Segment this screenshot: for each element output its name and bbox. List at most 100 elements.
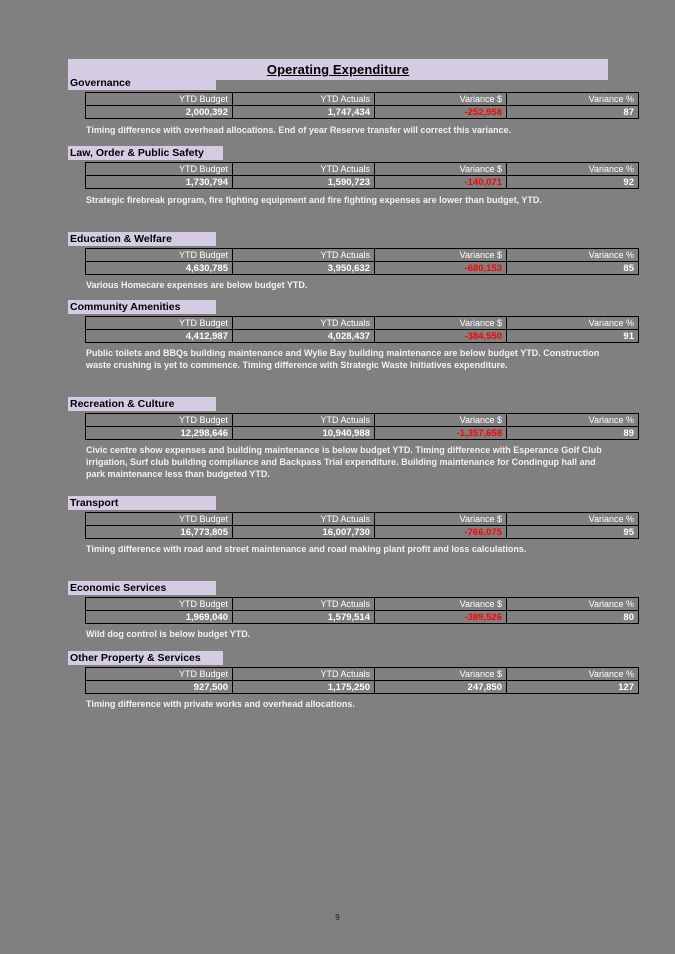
column-header: Variance $ [374,248,507,262]
ytd-actuals-value: 16,007,730 [232,525,375,539]
variance-percent-value: 80 [506,610,639,624]
column-header: YTD Budget [85,597,233,611]
column-header: Variance % [506,248,639,262]
column-header: Variance $ [374,597,507,611]
ytd-actuals-value: 1,175,250 [232,680,375,694]
column-header: Variance % [506,316,639,330]
column-header: YTD Actuals [232,316,375,330]
page-number: 9 [335,913,340,922]
ytd-budget-value: 927,500 [85,680,233,694]
variance-dollar-value: -1,357,658 [374,426,507,440]
column-header: YTD Budget [85,512,233,526]
section-commentary: Timing difference with overhead allocati… [86,125,511,135]
section-header: Recreation & Culture [68,397,216,411]
ytd-budget-value: 12,298,646 [85,426,233,440]
section-commentary: Timing difference with road and street m… [86,544,527,554]
section-header-label: Law, Order & Public Safety [70,146,204,159]
column-header: Variance $ [374,413,507,427]
section-header: Education & Welfare [68,232,216,246]
ytd-actuals-value: 1,579,514 [232,610,375,624]
variance-dollar-value: -389,526 [374,610,507,624]
section-header: Law, Order & Public Safety [68,146,223,160]
section-commentary: Timing difference with private works and… [86,699,355,709]
section-header-label: Community Amenities [70,300,181,313]
ytd-actuals-value: 3,950,632 [232,261,375,275]
column-header: YTD Actuals [232,667,375,681]
column-header: Variance $ [374,512,507,526]
page-title: Operating Expenditure [266,62,410,77]
column-header: YTD Actuals [232,162,375,176]
column-header: YTD Budget [85,248,233,262]
variance-dollar-value: -766,075 [374,525,507,539]
section-commentary: Strategic firebreak program, fire fighti… [86,195,542,205]
column-header: Variance % [506,512,639,526]
section-commentary: Various Homecare expenses are below budg… [86,280,308,290]
section-header: Other Property & Services [68,651,223,665]
variance-dollar-value: -384,550 [374,329,507,343]
column-header: Variance $ [374,162,507,176]
section-header: Transport [68,496,216,510]
ytd-actuals-value: 10,940,988 [232,426,375,440]
column-header: YTD Actuals [232,597,375,611]
column-header: Variance % [506,597,639,611]
variance-dollar-value: -252,958 [374,105,507,119]
variance-percent-value: 95 [506,525,639,539]
ytd-actuals-value: 1,590,723 [232,175,375,189]
variance-dollar-value: 247,850 [374,680,507,694]
column-header: YTD Actuals [232,248,375,262]
variance-percent-value: 92 [506,175,639,189]
column-header: Variance % [506,413,639,427]
ytd-budget-value: 1,730,794 [85,175,233,189]
variance-percent-value: 87 [506,105,639,119]
column-header: YTD Actuals [232,512,375,526]
ytd-actuals-value: 1,747,434 [232,105,375,119]
variance-percent-value: 89 [506,426,639,440]
column-header: YTD Budget [85,92,233,106]
ytd-actuals-value: 4,028,437 [232,329,375,343]
variance-dollar-value: -680,153 [374,261,507,275]
column-header: Variance $ [374,667,507,681]
column-header: Variance $ [374,92,507,106]
column-header: Variance % [506,92,639,106]
section-header-label: Economic Services [70,581,167,594]
variance-percent-value: 91 [506,329,639,343]
column-header: YTD Budget [85,316,233,330]
column-header: YTD Actuals [232,413,375,427]
variance-percent-value: 85 [506,261,639,275]
column-header: Variance % [506,667,639,681]
column-header: YTD Budget [85,667,233,681]
section-header: Economic Services [68,581,216,595]
variance-dollar-value: -140,071 [374,175,507,189]
section-header: Governance [68,76,216,90]
column-header: Variance $ [374,316,507,330]
column-header: YTD Actuals [232,92,375,106]
section-header-label: Other Property & Services [70,651,201,664]
column-header: YTD Budget [85,413,233,427]
section-header-label: Transport [70,496,119,509]
column-header: YTD Budget [85,162,233,176]
section-commentary: Public toilets and BBQs building mainten… [86,348,600,370]
section-commentary: Civic centre show expenses and building … [86,445,602,479]
ytd-budget-value: 16,773,805 [85,525,233,539]
variance-percent-value: 127 [506,680,639,694]
